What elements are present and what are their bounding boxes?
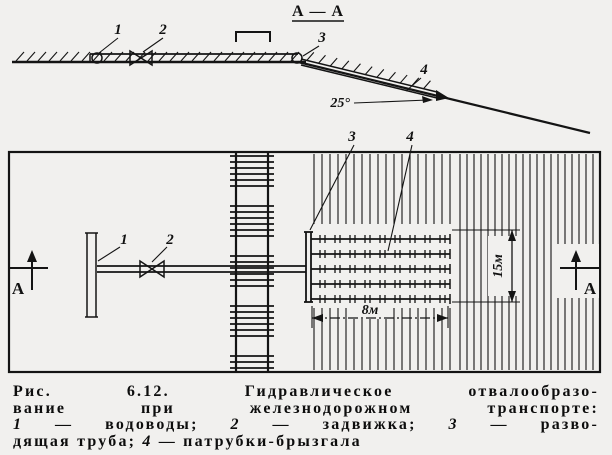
callout-3: 3	[317, 30, 326, 46]
dim-width-label: 8м	[362, 303, 379, 318]
dim-width-arrow-right	[437, 314, 448, 322]
angle-arrow-line	[353, 99, 429, 104]
figure-caption: Рис. 6.12. Гидравлическое отвалообразо- …	[13, 383, 599, 450]
dim-width-backing	[350, 303, 390, 319]
leader-2	[142, 37, 164, 53]
clamp-bracket	[235, 31, 271, 42]
plan-callout-3: 3	[347, 129, 356, 145]
plan-leader-2	[151, 246, 168, 263]
marker-left-label: А	[12, 279, 25, 298]
plan-callout-1: 1	[120, 232, 128, 248]
distribution-manifold	[304, 231, 451, 304]
dim-width-arrow-left	[312, 314, 323, 322]
standpipe	[85, 232, 98, 318]
callout-1: 1	[114, 22, 122, 38]
caption-title-line2: вание при железнодорожном транспорте:	[13, 399, 599, 417]
callout-4: 4	[419, 62, 428, 78]
dim-height-arrow-bottom	[508, 291, 516, 302]
valve-icon-plan	[139, 259, 165, 279]
angle-arrowhead	[422, 96, 433, 103]
caption-legend-line1: 1 — водоводы; 2 — задвижка; 3 — разво-	[13, 416, 599, 433]
dim-height-arrow-top	[508, 230, 516, 241]
caption-legend-line2: дящая труба; 4 — патрубки-брызгала	[13, 432, 362, 450]
section-view: А — А 1 2 3 4 25°	[12, 3, 591, 135]
plan-leader-1	[97, 246, 121, 262]
section-title: А — А	[292, 3, 344, 20]
dump-hatch-inner	[313, 154, 451, 370]
angle-label: 25°	[329, 96, 350, 111]
plan-leader-3	[309, 144, 355, 231]
plan-border	[7, 150, 602, 374]
plan-callout-4: 4	[405, 129, 414, 145]
leader-1	[98, 37, 119, 54]
plan-leader-4	[387, 144, 413, 252]
caption-title-line1: Рис. 6.12. Гидравлическое отвалообразо-	[13, 383, 599, 400]
section-marker-right: А	[552, 244, 599, 298]
technical-drawing: А — А 1 2 3 4 25°	[7, 3, 602, 374]
water-conduit-joint	[91, 52, 103, 64]
slope-pipe-line-b	[300, 64, 438, 99]
valve-icon	[129, 49, 153, 67]
sprinkler-nozzle	[436, 90, 449, 101]
plan-view: 15м 8м 1 2 3 4 А А	[7, 129, 602, 374]
marker-right-label: А	[584, 279, 597, 298]
callout-2: 2	[158, 22, 167, 38]
slope-pipe-line-a	[300, 58, 438, 93]
dim-height-backing	[488, 236, 520, 296]
distribution-pipe-joint	[291, 52, 303, 64]
leader-4	[405, 77, 422, 92]
leader-3	[302, 45, 320, 57]
railway-track	[230, 152, 274, 372]
dim-height-label: 15м	[491, 254, 506, 278]
section-marker-left: А	[10, 250, 48, 298]
plan-callout-2: 2	[165, 232, 174, 248]
slope-pipe-hatch	[306, 52, 431, 90]
